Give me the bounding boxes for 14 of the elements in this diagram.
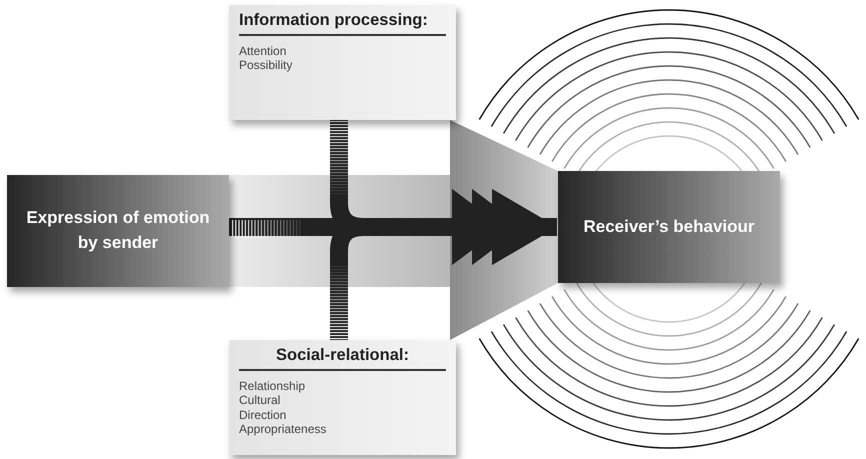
receiver-box [558,171,780,283]
list-item: Attention [239,44,286,58]
box-label: Expression of emotion by sender [25,207,211,254]
box-label: Receiver’s behaviour [583,216,755,238]
factor-box [229,340,456,455]
box-heading: Social-relational: [239,346,446,371]
list-item: Relationship [239,379,306,394]
list-item: Direction [239,408,286,422]
box-heading: Information processing: [239,11,446,36]
sender-box [7,175,229,287]
factor-box [229,5,456,120]
list-item: Possibility [239,58,292,73]
list-item: Cultural [239,393,280,408]
list-item: Appropriateness [239,422,326,437]
